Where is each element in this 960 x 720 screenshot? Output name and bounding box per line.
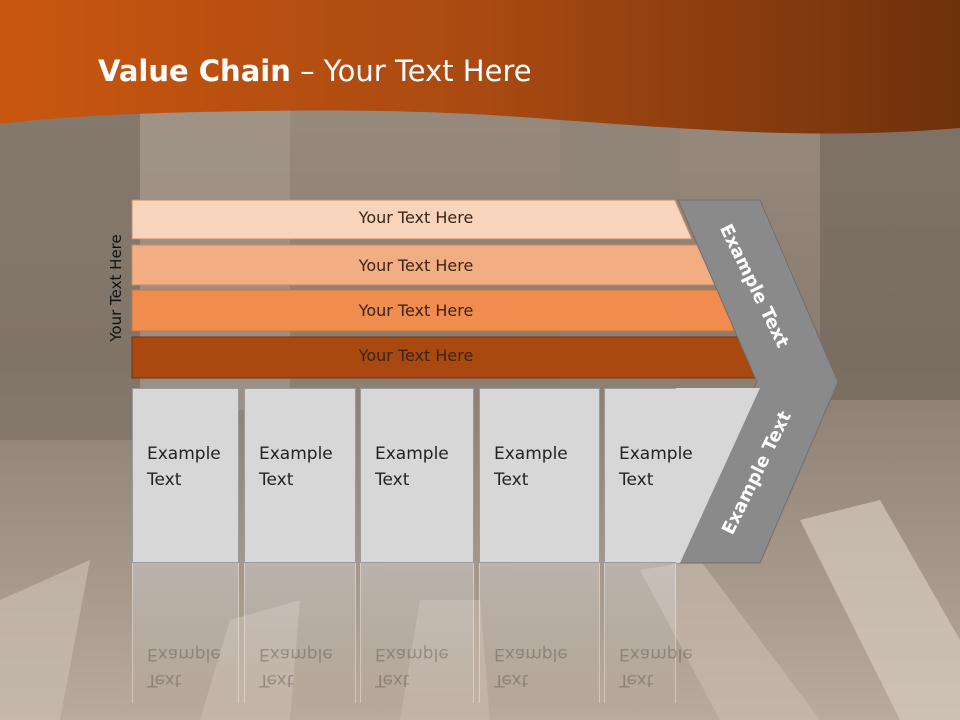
row-label-3: Your Text Here	[358, 301, 474, 320]
title-rest: – Your Text Here	[290, 54, 532, 88]
row-label-2: Your Text Here	[358, 256, 474, 275]
title-bold: Value Chain	[98, 54, 291, 88]
box-5-extension	[674, 388, 760, 563]
row-label-1: Your Text Here	[358, 208, 474, 227]
vertical-axis-label: Your Text Here	[107, 234, 125, 342]
row-bar-1	[131, 199, 693, 240]
slide-title: Value Chain – Your Text Here	[98, 54, 532, 88]
row-label-4: Your Text Here	[358, 346, 474, 365]
